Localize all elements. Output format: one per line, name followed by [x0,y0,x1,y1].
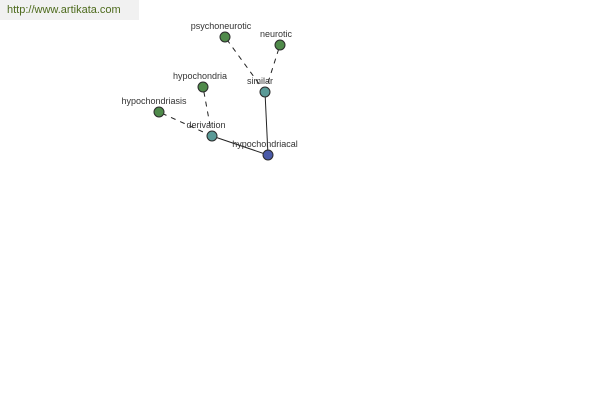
node-psychoneurotic[interactable] [219,31,231,43]
node-label-psychoneurotic: psychoneurotic [191,21,252,31]
node-label-hypochondriasis: hypochondriasis [121,96,187,106]
site-watermark-link[interactable]: http://www.artikata.com [0,0,139,20]
node-label-derivation: derivation [186,120,225,130]
edge-hypochondriacal-derivation [211,135,269,156]
node-neurotic[interactable] [274,39,286,51]
edge-derivation-hypochondria [202,86,213,137]
edge-similar-neurotic [264,44,281,93]
node-label-similar: similar [247,76,273,86]
labels-layer: hypochondriacal similar derivation psychone… [121,21,297,149]
node-derivation[interactable] [206,130,218,142]
edge-similar-psychoneurotic [224,36,266,93]
node-hypochondriacal[interactable] [262,149,274,161]
node-label-neurotic: neurotic [260,29,293,39]
node-label-hypochondriacal: hypochondriacal [232,139,298,149]
node-hypochondria[interactable] [197,81,209,93]
node-hypochondriasis[interactable] [153,106,165,118]
nodes-layer [153,31,286,161]
edges-layer [158,36,281,156]
node-label-hypochondria: hypochondria [173,71,227,81]
node-similar[interactable] [259,86,271,98]
edge-hypochondriacal-similar [264,91,269,156]
